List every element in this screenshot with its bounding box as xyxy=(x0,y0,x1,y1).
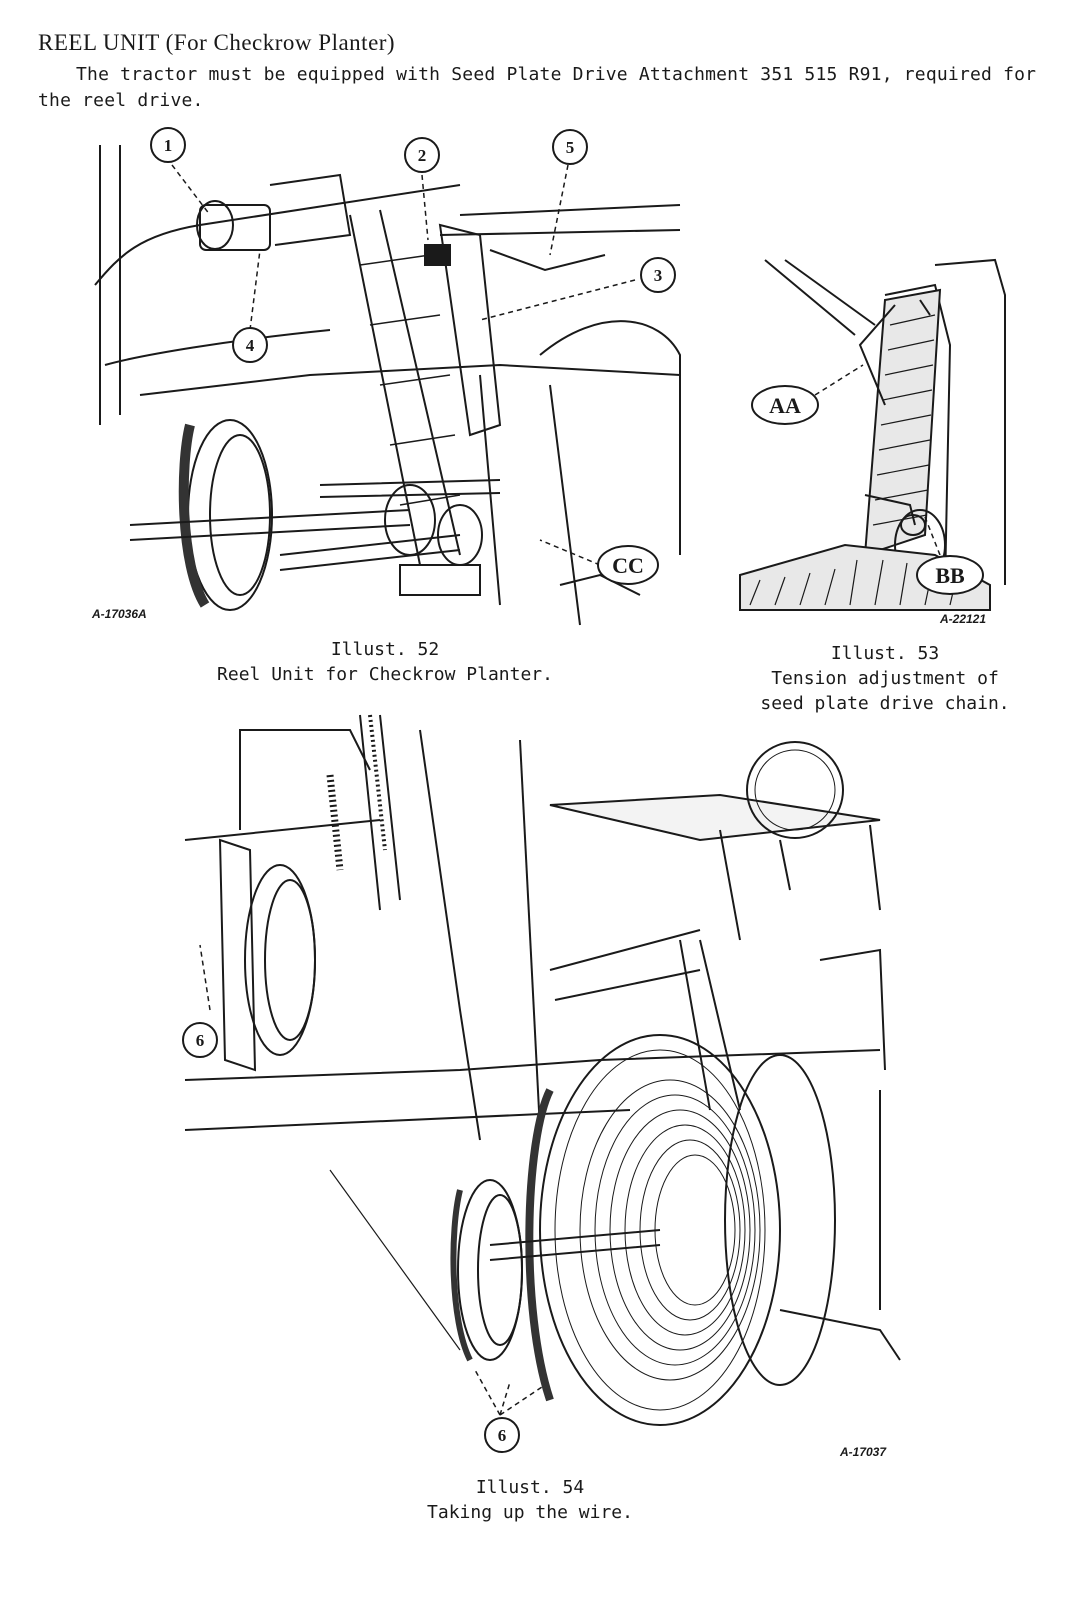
callout-6-lower: 6 xyxy=(498,1426,507,1445)
callout-5: 5 xyxy=(566,138,575,157)
callout-1: 1 xyxy=(164,136,173,155)
callout-cc: CC xyxy=(612,553,644,578)
callout-2: 2 xyxy=(418,146,427,165)
caption-title: Illust. 52 xyxy=(330,639,440,660)
intro-paragraph: The tractor must be equipped with Seed P… xyxy=(38,64,1037,111)
caption-53: Illust. 53 Tension adjustment of seed pl… xyxy=(715,641,1055,716)
caption-text: Taking up the wire. xyxy=(427,1502,633,1523)
section-heading: REEL UNIT (For Checkrow Planter) xyxy=(38,30,396,55)
illustration-52: 1 2 5 3 4 CC A-17036A xyxy=(80,125,690,635)
caption-54: Illust. 54 Taking up the wire. xyxy=(330,1475,730,1525)
caption-text-line-1: Tension adjustment of xyxy=(771,668,999,689)
illustration-54: 6 6 A-17037 xyxy=(180,710,930,1470)
callout-6-upper: 6 xyxy=(196,1031,205,1050)
figure-code: A-17037 xyxy=(840,1445,887,1459)
wire-take-up-drawing: 6 6 xyxy=(182,714,901,1453)
figure-code: A-22121 xyxy=(940,612,987,626)
caption-title: Illust. 54 xyxy=(475,1477,585,1498)
reel-unit-drawing: 1 2 5 3 4 CC xyxy=(94,127,681,626)
callout-aa: AA xyxy=(769,393,801,418)
figure-code: A-17036A xyxy=(92,607,147,621)
callout-bb: BB xyxy=(935,563,965,588)
caption-title: Illust. 53 xyxy=(830,643,940,664)
tension-adjustment-drawing: AA BB xyxy=(739,258,1006,611)
illustration-53: AA BB A-22121 xyxy=(735,255,1025,626)
caption-text-line-2: seed plate drive chain. xyxy=(760,693,1010,714)
callout-4: 4 xyxy=(246,336,255,355)
caption-text: Reel Unit for Checkrow Planter. xyxy=(217,664,553,685)
callout-3: 3 xyxy=(654,266,663,285)
caption-52: Illust. 52 Reel Unit for Checkrow Plante… xyxy=(160,637,610,687)
